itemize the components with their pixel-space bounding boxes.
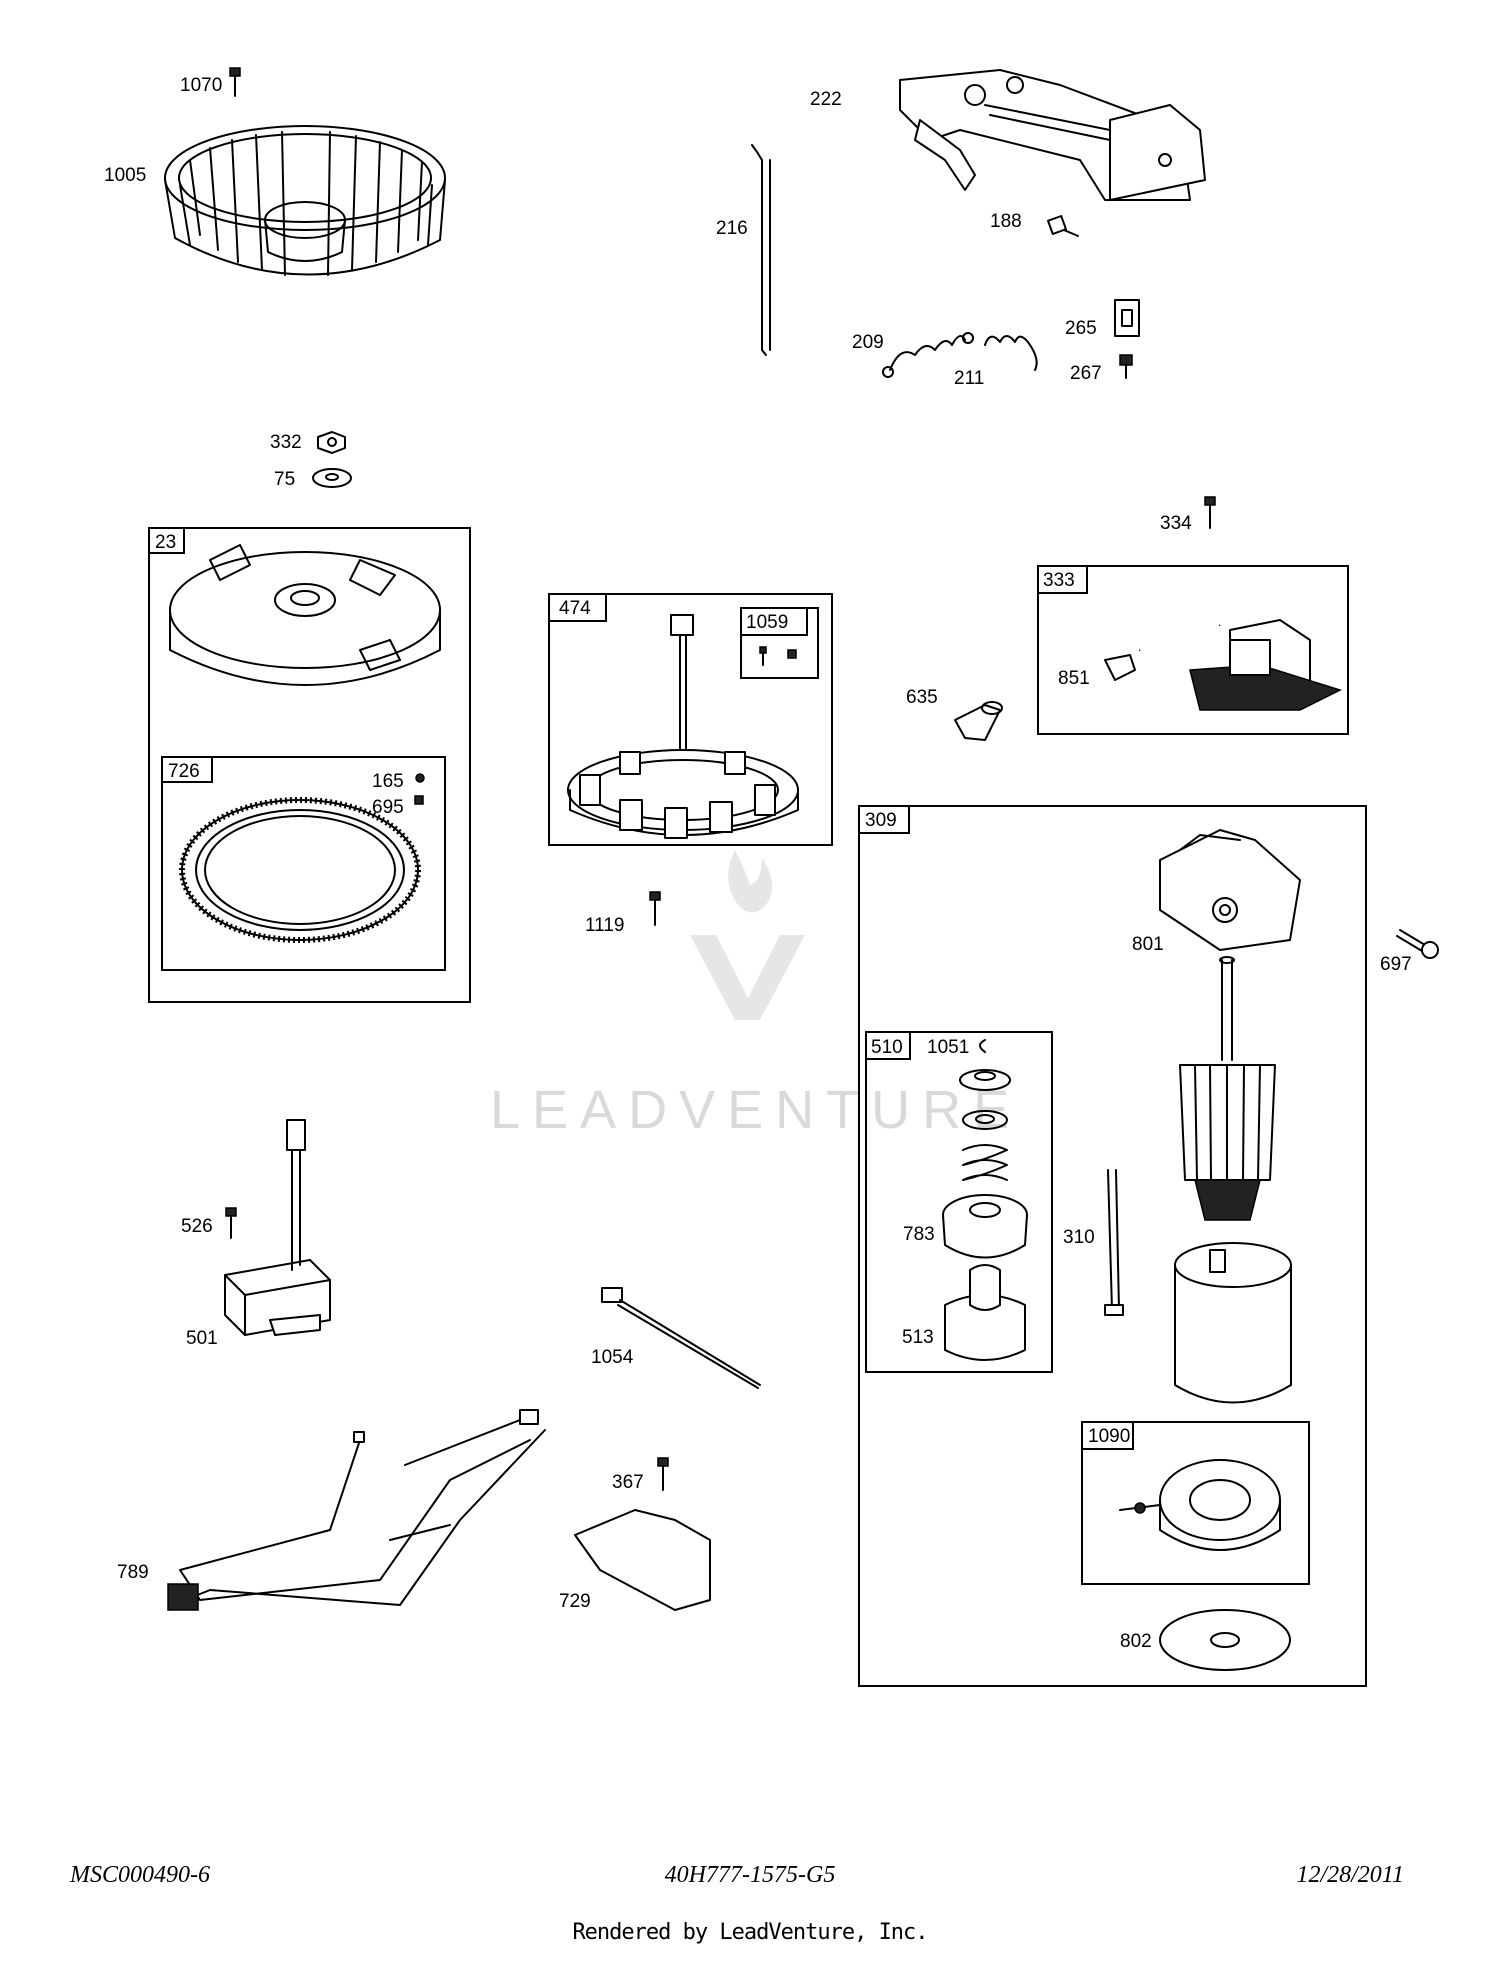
governor-control-222 <box>899 69 1206 201</box>
rendered-by-credit: Rendered by LeadVenture, Inc. <box>572 1920 928 1945</box>
label-332: 332 <box>270 432 302 453</box>
drawing-number: MSC000490-6 <box>70 1862 210 1888</box>
label-510: 510 <box>871 1037 903 1058</box>
label-23: 23 <box>155 532 176 553</box>
label-726: 726 <box>168 761 200 782</box>
label-75: 75 <box>274 469 295 490</box>
label-222: 222 <box>810 89 842 110</box>
bolt-188 <box>1047 215 1079 237</box>
cable-tie-1054 <box>601 1287 761 1389</box>
regulator-501 <box>224 1119 331 1336</box>
governor-rod-216 <box>751 144 771 356</box>
label-216: 216 <box>716 218 748 239</box>
label-267: 267 <box>1070 363 1102 384</box>
label-802: 802 <box>1120 1631 1152 1652</box>
spring-209 <box>882 332 974 378</box>
box-23 <box>148 527 471 1003</box>
bracket-265 <box>1114 299 1140 337</box>
washer-75 <box>312 468 352 488</box>
bolt-697 <box>1396 929 1439 959</box>
box-333 <box>1037 565 1349 735</box>
label-635: 635 <box>906 687 938 708</box>
model-number: 40H777-1575-G5 <box>664 1862 836 1888</box>
box-726 <box>161 756 446 971</box>
label-501: 501 <box>186 1328 218 1349</box>
shield-729 <box>574 1509 711 1611</box>
label-695: 695 <box>372 797 404 818</box>
label-513: 513 <box>902 1327 934 1348</box>
bolt-1070 <box>229 67 241 97</box>
label-334: 334 <box>1160 513 1192 534</box>
label-1119: 1119 <box>585 915 624 936</box>
label-367: 367 <box>612 1472 644 1493</box>
label-1070: 1070 <box>180 75 222 96</box>
label-333: 333 <box>1043 570 1075 591</box>
drawing-date: 12/28/2011 <box>1296 1862 1404 1888</box>
screw-267 <box>1119 354 1133 379</box>
label-310: 310 <box>1063 1227 1095 1248</box>
nut-332 <box>317 431 346 454</box>
label-1059: 1059 <box>746 612 788 633</box>
label-265: 265 <box>1065 318 1097 339</box>
label-697: 697 <box>1380 954 1412 975</box>
label-801: 801 <box>1132 934 1164 955</box>
bolt-367 <box>657 1457 669 1491</box>
bolt-1119 <box>649 891 661 926</box>
label-1005: 1005 <box>104 165 146 186</box>
label-729: 729 <box>559 1591 591 1612</box>
label-1051: 1051 <box>927 1037 969 1058</box>
label-188: 188 <box>990 211 1022 232</box>
wire-harness-789 <box>167 1409 546 1611</box>
connector-635 <box>954 701 1003 741</box>
watermark: LEADVENTURE <box>490 850 1021 1140</box>
label-789: 789 <box>117 1562 149 1583</box>
bolt-526 <box>225 1207 237 1239</box>
label-309: 309 <box>865 810 897 831</box>
label-474: 474 <box>559 598 591 619</box>
label-526: 526 <box>181 1216 213 1237</box>
box-1090 <box>1081 1421 1310 1585</box>
label-1090: 1090 <box>1088 1426 1130 1447</box>
label-1054: 1054 <box>591 1347 634 1368</box>
label-851: 851 <box>1058 668 1090 689</box>
flywheel-1005 <box>164 125 446 276</box>
label-211: 211 <box>954 368 984 389</box>
box-510 <box>865 1031 1053 1373</box>
label-209: 209 <box>852 332 884 353</box>
box-474 <box>548 593 833 846</box>
spring-211 <box>984 335 1038 371</box>
watermark-text: LEADVENTURE <box>490 1080 1021 1140</box>
label-783: 783 <box>903 1224 935 1245</box>
label-165: 165 <box>372 771 404 792</box>
box-309 <box>858 805 1367 1687</box>
bolt-334 <box>1204 496 1216 529</box>
